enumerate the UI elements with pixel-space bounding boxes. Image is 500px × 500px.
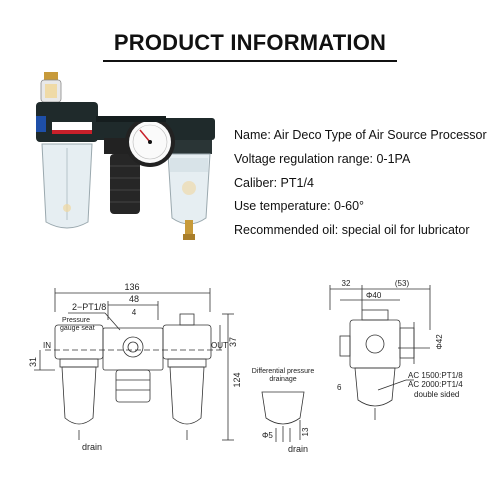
dim-port-size: 2−PT1/8 <box>72 302 106 312</box>
dim-side-37: 37 <box>228 337 238 347</box>
drainage-label-line1: Differential pressure <box>252 368 315 375</box>
spec-name: Name: Air Deco Type of Air Source Proces… <box>234 128 487 142</box>
technical-drawing: 136 2−PT1/8 48 4 Pressure gauge seat 37 … <box>28 279 463 454</box>
dim-phi40: Φ40 <box>366 291 382 300</box>
front-view <box>34 288 234 441</box>
spec-temperature: Use temperature: 0-60° <box>234 199 365 214</box>
dim-height: 124 <box>232 372 242 387</box>
pressure-label-line2: gauge seat <box>60 325 95 332</box>
side-note-3: double sided <box>414 390 459 399</box>
lubricator-unit <box>36 72 98 229</box>
label-out: OUT <box>211 341 228 350</box>
drainage-drain: drain <box>288 444 308 454</box>
label-drain: drain <box>82 442 102 452</box>
drainage-diameter: Φ5 <box>262 431 273 440</box>
dim-phi42: Φ42 <box>435 334 444 350</box>
regulator-unit <box>92 117 175 214</box>
drainage-label-line2: drainage <box>269 376 296 383</box>
side-view <box>329 285 431 420</box>
drainage-detail <box>261 391 305 442</box>
filter-unit <box>163 118 215 240</box>
pressure-label-line1: Pressure <box>62 317 90 324</box>
dim-32: 32 <box>342 279 351 288</box>
spec-caliber: Caliber: PT1/4 <box>234 175 314 190</box>
dim-6: 6 <box>337 383 342 392</box>
title-underline <box>103 60 397 62</box>
product-photo <box>36 72 215 240</box>
dim-overall-width: 136 <box>124 282 139 292</box>
dim-53: (53) <box>395 279 410 288</box>
page-title: PRODUCT INFORMATION <box>113 30 387 55</box>
drainage-height: 13 <box>301 427 310 436</box>
spec-list: Name: Air Deco Type of Air Source Proces… <box>234 124 496 243</box>
spec-oil: Recommended oil: special oil for lubrica… <box>234 223 470 238</box>
spec-voltage-range: Voltage regulation range: 0-1PA <box>234 151 411 166</box>
side-note-2: AC 2000:PT1/4 <box>408 380 463 389</box>
dim-in-height: 31 <box>28 357 38 367</box>
dim-mid-width: 48 <box>129 294 139 304</box>
dim-small: 4 <box>132 308 137 317</box>
label-in: IN <box>43 341 51 350</box>
side-note-1: AC 1500:PT1/8 <box>408 371 463 380</box>
